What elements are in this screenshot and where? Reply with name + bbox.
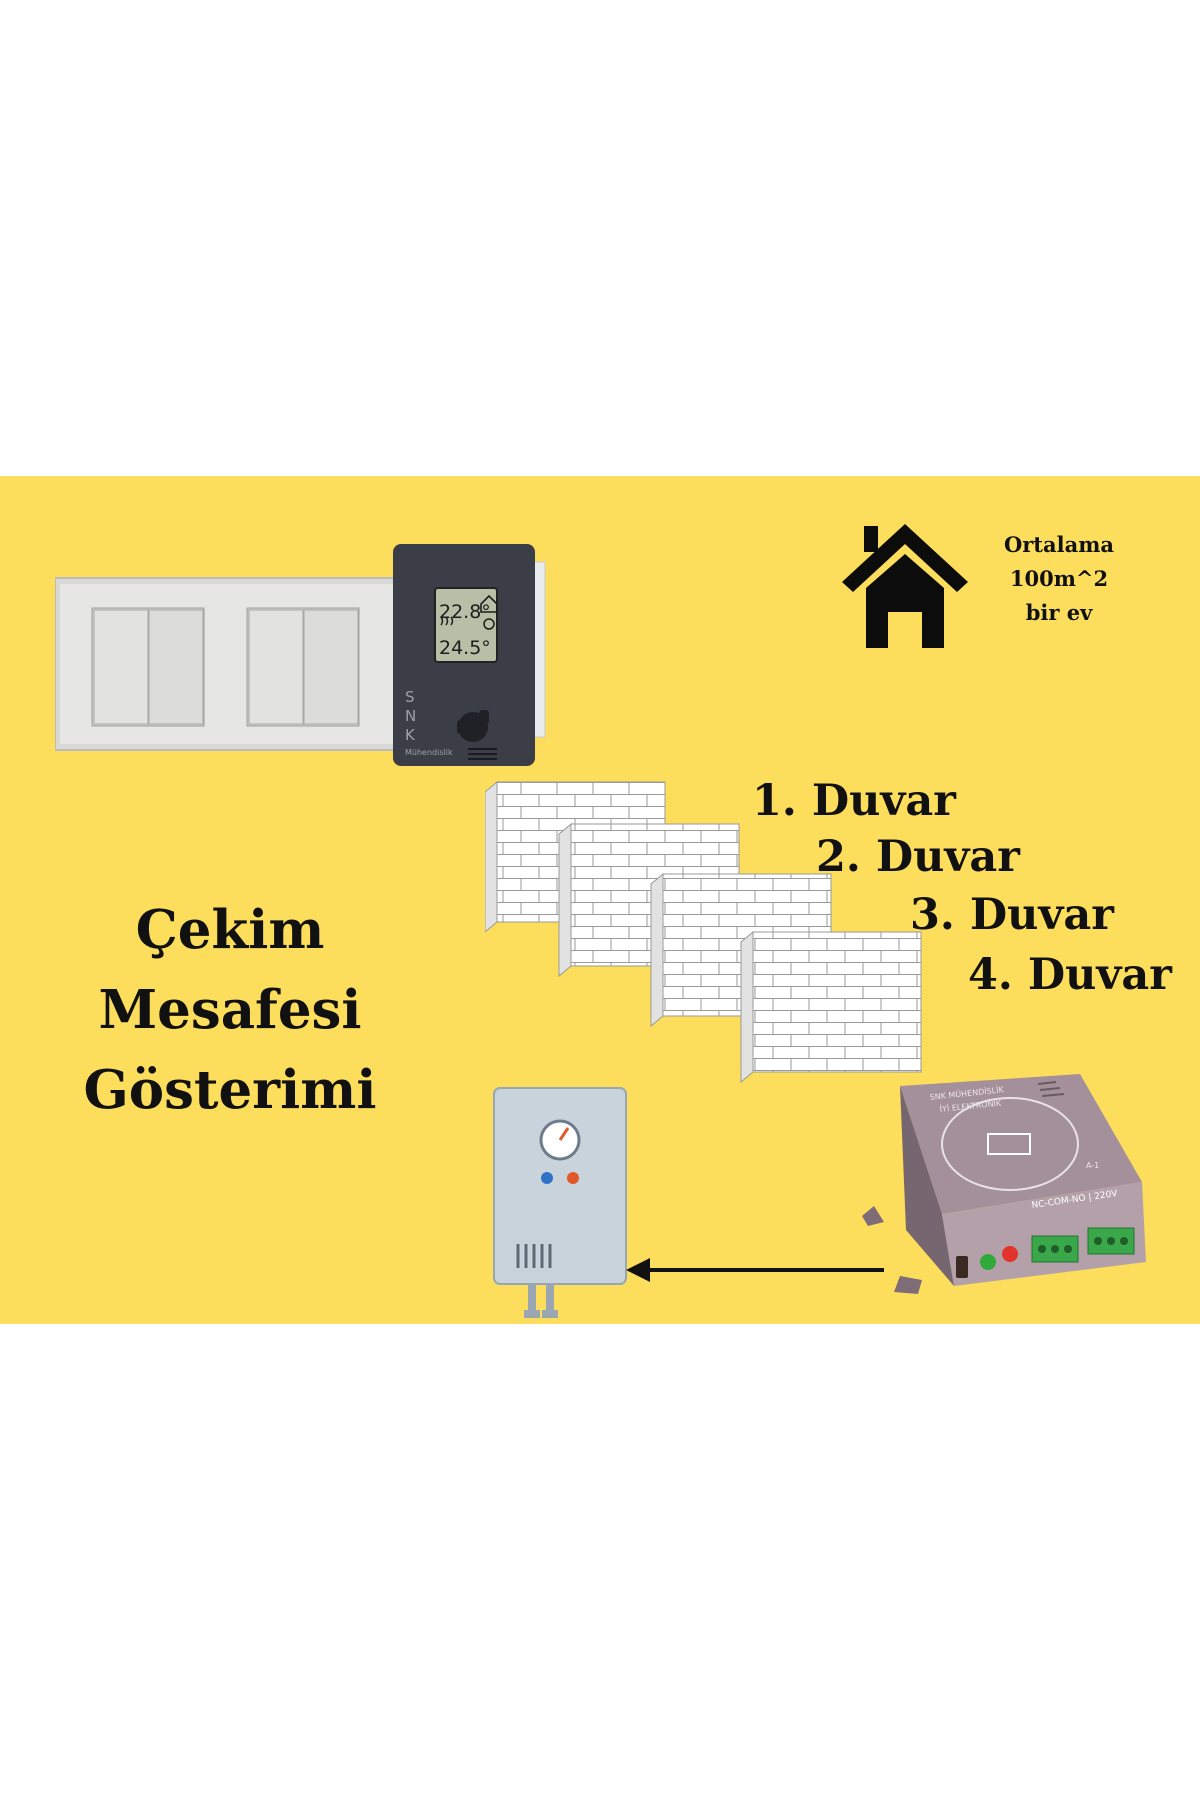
brick-walls-illustration <box>485 780 922 1084</box>
brand-letter-k: K <box>405 726 416 744</box>
wall-4 <box>740 930 922 1084</box>
signal-arrow-icon <box>626 1258 884 1282</box>
receiver-side <box>900 1086 954 1286</box>
house-caption: Ortalama 100m^2 bir ev <box>974 528 1144 630</box>
house-icon <box>842 524 968 648</box>
home-icon <box>480 594 498 613</box>
wall-label-1: 1. Duvar <box>752 776 956 826</box>
chip-logo-icon <box>987 1133 1031 1155</box>
receiver-model: A-1 <box>1086 1161 1099 1170</box>
gear-icon <box>483 618 495 630</box>
brand-letter-s: S <box>405 688 415 706</box>
red-led-indicator <box>1002 1246 1018 1262</box>
vent-grille <box>468 748 497 760</box>
terminal-block-2[interactable] <box>1087 1227 1135 1255</box>
logo-ring <box>941 1097 1079 1191</box>
house-caption-line-2: 100m^2 <box>1009 566 1109 591</box>
power-switch[interactable] <box>956 1256 968 1278</box>
wall-label-4: 4. Duvar <box>968 950 1172 1000</box>
cold-water-indicator-icon <box>541 1172 553 1184</box>
title-line-2: Mesafesi <box>98 979 362 1041</box>
boiler-pipes <box>524 1284 558 1318</box>
wall-label-2: 2. Duvar <box>816 832 1020 882</box>
thermostat-switch-illustration: 22.8° 24.5° S N K Mühendislik <box>55 544 546 766</box>
brand-subtitle: Mühendislik <box>405 748 453 757</box>
thermostat: 22.8° 24.5° S N K Mühendislik <box>393 544 535 766</box>
wall-label-3: 3. Duvar <box>910 890 1114 940</box>
green-led-indicator <box>980 1254 996 1270</box>
house-caption-line-3: bir ev <box>1025 600 1093 625</box>
thermostat-knob[interactable] <box>457 710 489 742</box>
terminal-block-1[interactable] <box>1031 1235 1079 1263</box>
boiler-icon <box>493 1087 627 1318</box>
title-line-3: Gösterimi <box>83 1059 377 1121</box>
set-temperature-readout: 24.5° <box>439 637 491 659</box>
hot-water-indicator-icon <box>567 1172 579 1184</box>
speaker-grille <box>1037 1081 1065 1097</box>
brand-letter-n: N <box>405 707 416 725</box>
receiver-top <box>900 1074 1142 1214</box>
house-caption-line-1: Ortalama <box>1003 532 1115 557</box>
title-line-1: Çekim <box>135 899 325 961</box>
page-title: Çekim Mesafesi Gösterimi <box>60 890 400 1130</box>
vent-grille <box>516 1244 552 1268</box>
receiver-device: SNK MÜHENDİSLİK İYİ ELEKTRONİK A-1 NC-CO… <box>862 1074 1146 1294</box>
heat-icon <box>440 616 454 626</box>
